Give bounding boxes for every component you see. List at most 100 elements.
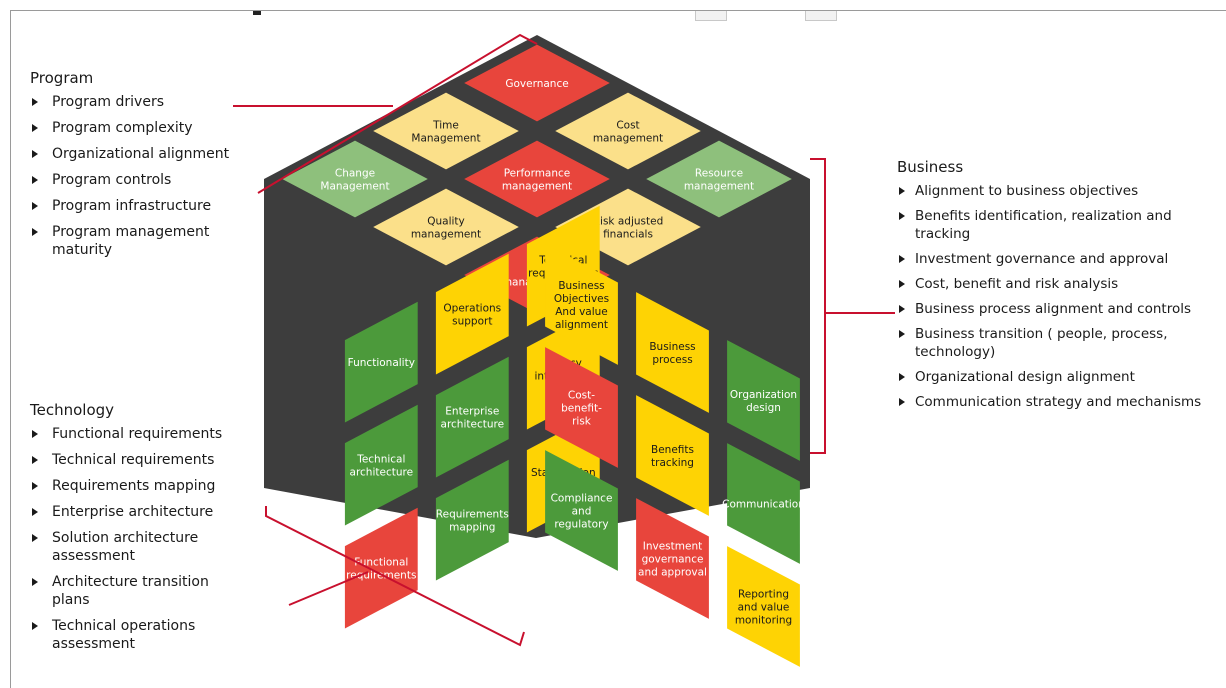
technology-list-item-text: Functional requirements [52,426,223,442]
cube-tile-left-3-face [344,404,418,526]
business-list-item-text: Communication strategy and mechanisms [915,394,1202,410]
bullet-arrow-icon [899,280,905,288]
technology-list-item-text: Technical requirements [52,452,215,468]
business-list-item-text: Alignment to business objectives [915,183,1139,199]
cube-tile-top-3-face [646,140,792,218]
bullet-arrow-icon [32,578,38,586]
bullet-arrow-icon [899,330,905,338]
technology-list-item: Technical operations assessment [30,617,245,653]
top-edge-tab [695,11,727,21]
bullet-arrow-icon [32,622,38,630]
technology-list-item-text: Technical operations assessment [52,618,196,652]
technology-list-item-text: Requirements mapping [52,478,216,494]
program-list-item-text: Program complexity [52,120,193,136]
business-list-item: Communication strategy and mechanisms [897,393,1217,411]
business-list-item-text: Cost, benefit and risk analysis [915,276,1119,292]
cube-tile-left-0: Functionality [344,301,418,423]
technology-list-item: Enterprise architecture [30,503,245,521]
program-list-item: Organizational alignment [30,145,240,163]
bullet-arrow-icon [899,255,905,263]
cube-tile-left-0-face [344,301,418,423]
bullet-arrow-icon [32,430,38,438]
bullet-arrow-icon [899,187,905,195]
business-title: Business [897,158,964,176]
program-list-item: Program infrastructure [30,197,240,215]
bullet-arrow-icon [32,176,38,184]
cube-tile-right-0-face [545,244,618,365]
business-list-item-text: Organizational design alignment [915,369,1135,385]
business-list-item-text: Business process alignment and controls [915,301,1192,317]
cube-tile-top-5-face [282,140,428,218]
business-list-item: Business transition ( people, process, t… [897,325,1217,361]
business-list-item-text: Investment governance and approval [915,251,1169,267]
cube-tile-right-1-face [636,292,709,413]
business-list-item: Cost, benefit and risk analysis [897,275,1217,293]
bullet-arrow-icon [32,228,38,236]
technology-list-item-text: Enterprise architecture [52,504,214,520]
cube-tile-top-2-face [373,92,519,170]
program-bracket [257,33,538,194]
cube-tile-top-0-face [464,44,610,122]
technology-bracket [265,506,525,647]
cube-tile-top-7-face [373,188,519,266]
bullet-arrow-icon [32,482,38,490]
business-list-item: Alignment to business objectives [897,182,1217,200]
business-list-item: Business process alignment and controls [897,300,1217,318]
business-list-item-text: Benefits identification, realization and… [915,208,1172,242]
technology-list-item: Requirements mapping [30,477,245,495]
program-list-item-text: Program drivers [52,94,164,110]
program-list-item-text: Program infrastructure [52,198,212,214]
program-list-item: Program management maturity [30,223,240,259]
program-list-item: Program complexity [30,119,240,137]
cube-tile-left-4-face [435,356,509,478]
cube-tile-right-8-face [727,546,800,667]
business-list-item: Benefits identification, realization and… [897,207,1217,243]
cube-tile-top-0-label: Governance [505,78,568,90]
business-list-item: Investment governance and approval [897,250,1217,268]
technology-list-item-text: Architecture transition plans [52,574,209,608]
cube-tile-top-1-face [555,92,701,170]
bullet-arrow-icon [899,373,905,381]
diagram-frame [10,10,1226,688]
bullet-arrow-icon [899,212,905,220]
cube-tile-right-4-face [636,395,709,516]
bullet-arrow-icon [899,305,905,313]
technology-list-item: Technical requirements [30,451,245,469]
technology-title: Technology [30,401,115,419]
bullet-arrow-icon [32,124,38,132]
cube-tile-left-1-face [435,253,509,375]
bullet-arrow-icon [32,150,38,158]
technology-list-item: Functional requirements [30,425,245,443]
bullet-arrow-icon [32,98,38,106]
bullet-arrow-icon [32,534,38,542]
